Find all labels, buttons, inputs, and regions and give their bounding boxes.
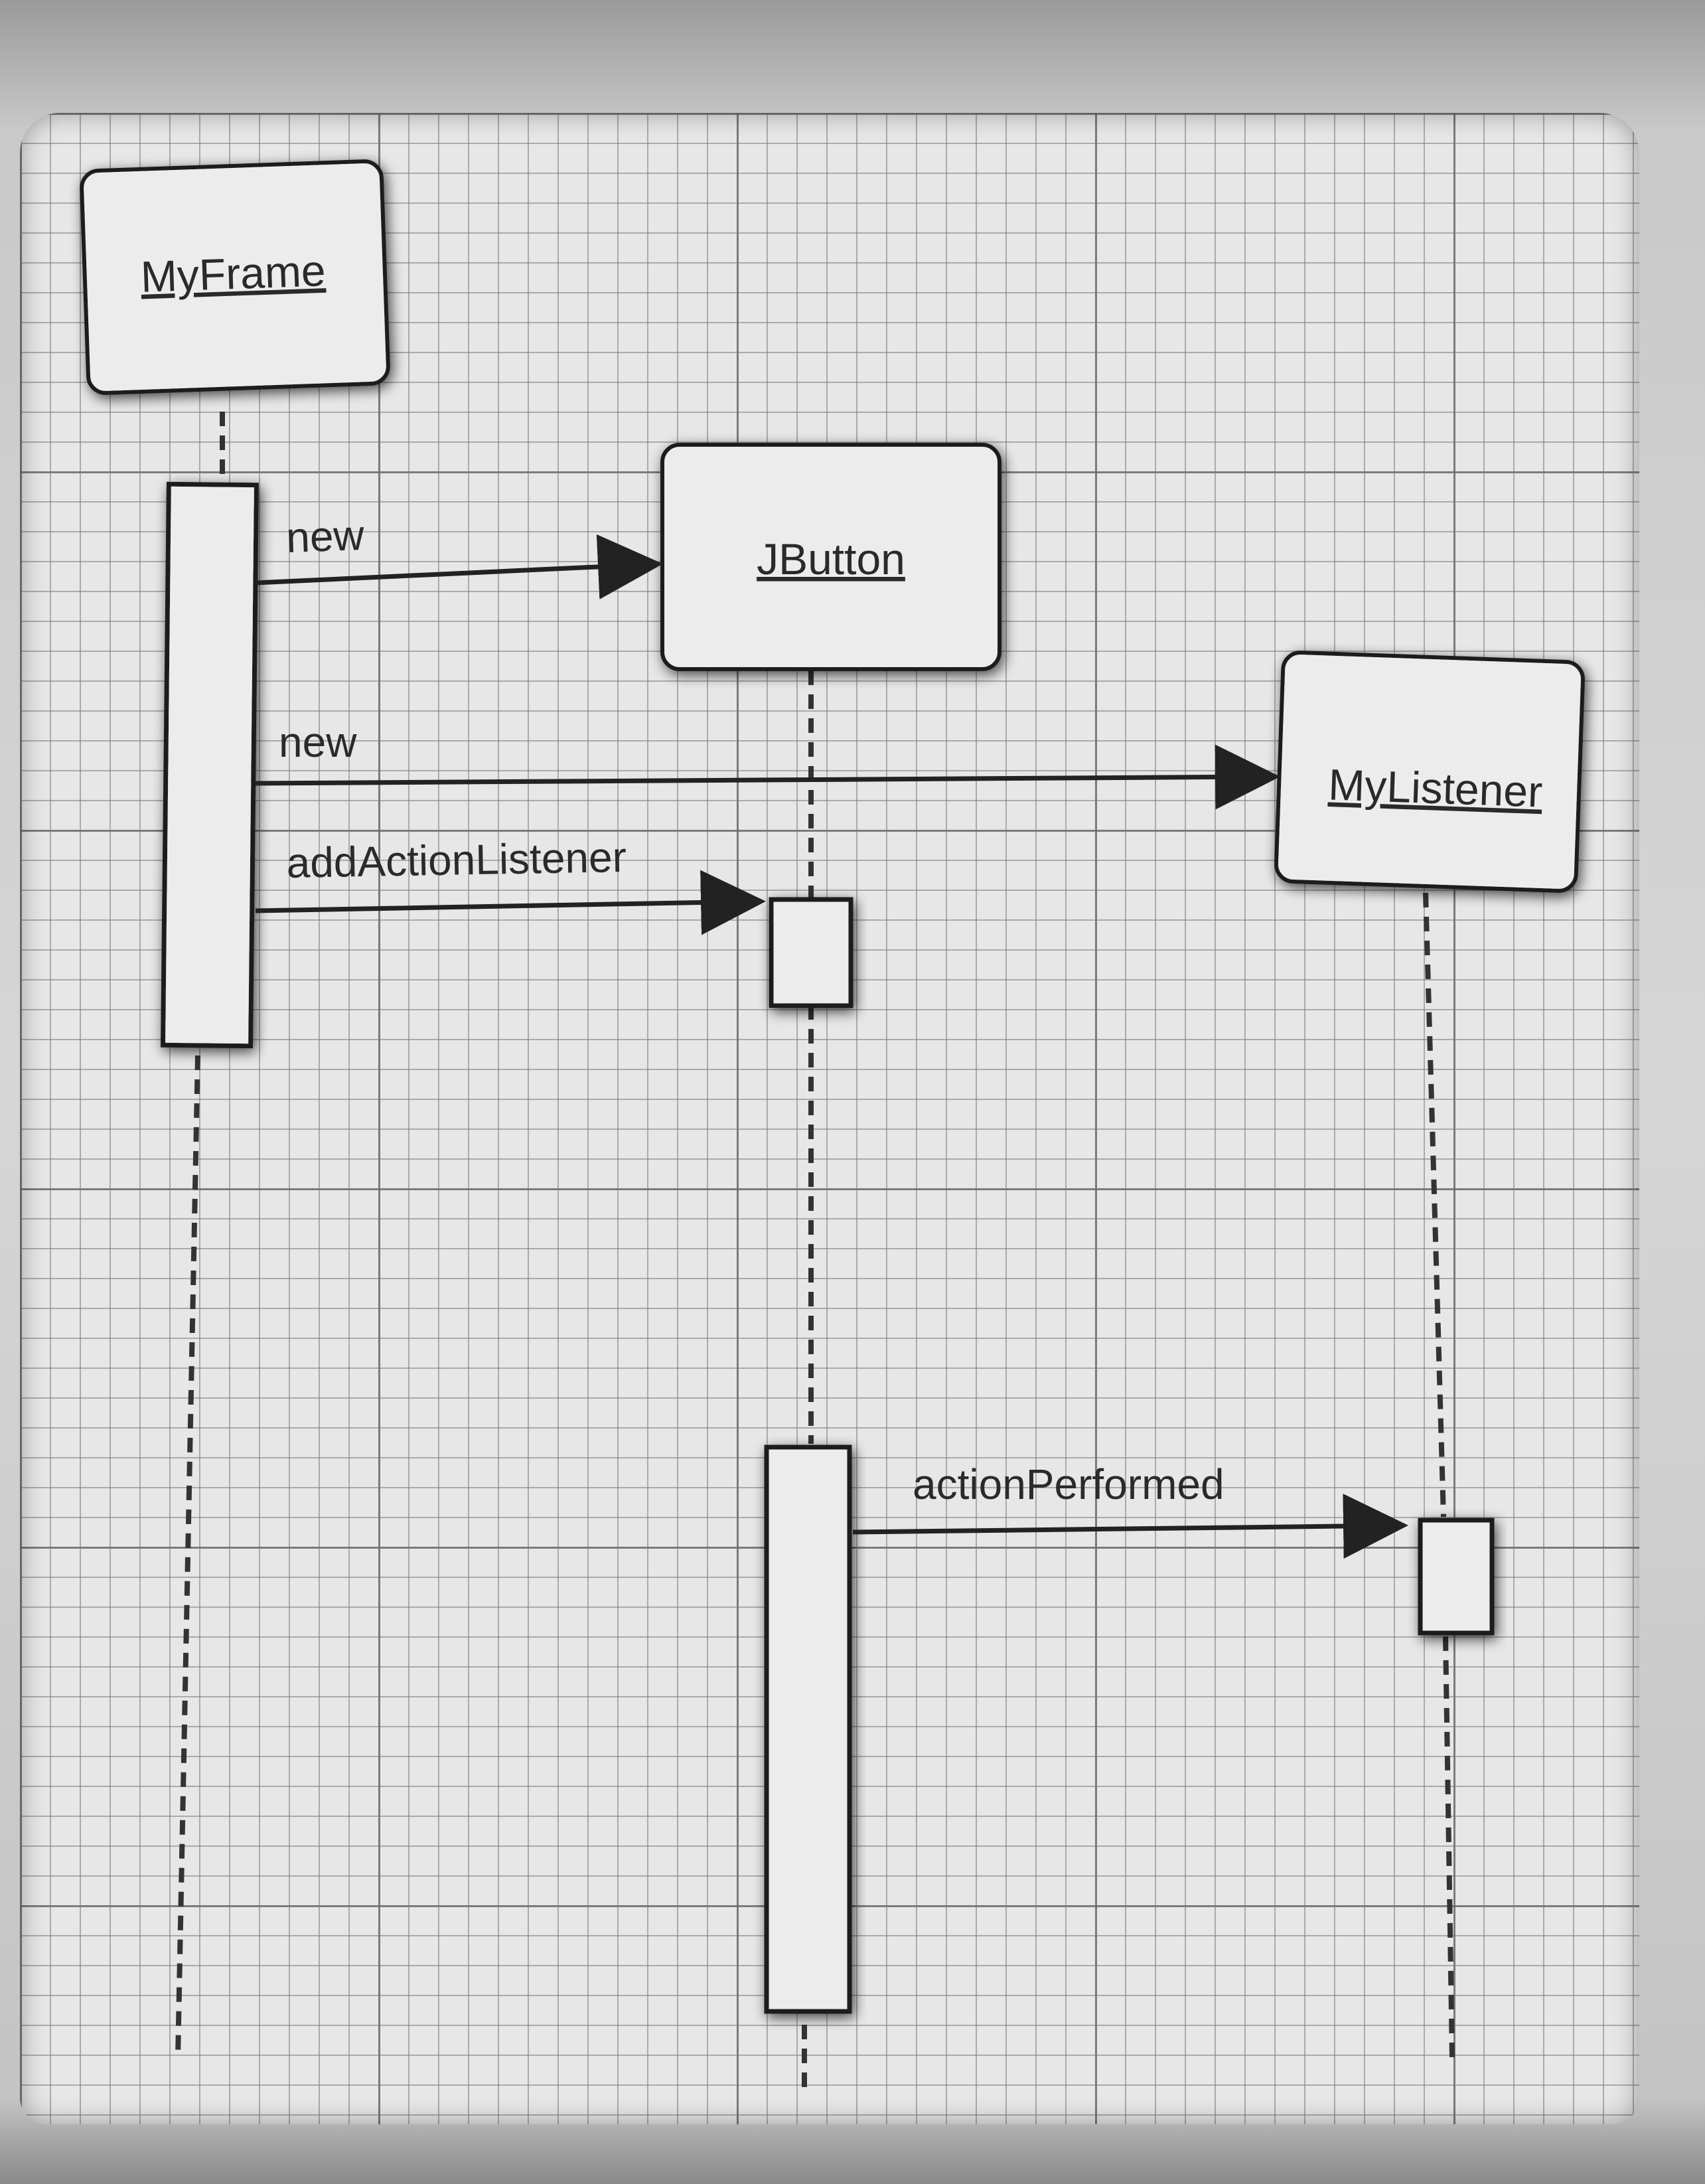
mylistener-lifeline [1423, 892, 1446, 1518]
myframe-activation [161, 481, 259, 1049]
myframe-object: MyFrame [80, 159, 390, 395]
jbutton-label: JButton [757, 534, 905, 584]
mylistener-object: MyListener [1274, 651, 1585, 893]
new-jbutton-label: new [285, 511, 366, 562]
add-action-listener-arrow [255, 870, 766, 935]
new-jbutton-arrow [255, 534, 663, 599]
myframe-lifeline-lower [175, 1055, 200, 2059]
action-performed-label: actionPerformed [913, 1460, 1224, 1508]
action-performed-arrow [852, 1494, 1408, 1559]
activations [161, 481, 1495, 2014]
new-mylistener-arrow [255, 744, 1280, 810]
message-labels: new new addActionListener actionPerforme… [279, 511, 1224, 1508]
jbutton-activation-small [769, 897, 853, 1008]
mylistener-label: MyListener [1327, 759, 1543, 816]
add-action-listener-label: addActionListener [286, 833, 627, 887]
myframe-box [80, 159, 390, 395]
jbutton-object: JButton [660, 443, 1001, 671]
jbutton-activation-large [764, 1444, 852, 2014]
new-mylistener-label: new [279, 718, 357, 766]
messages [255, 534, 1408, 1559]
myframe-label: MyFrame [140, 246, 327, 301]
mylistener-activation [1418, 1518, 1495, 1636]
mylistener-lifeline-lower [1443, 1636, 1455, 2059]
lifelines [175, 412, 1455, 2091]
